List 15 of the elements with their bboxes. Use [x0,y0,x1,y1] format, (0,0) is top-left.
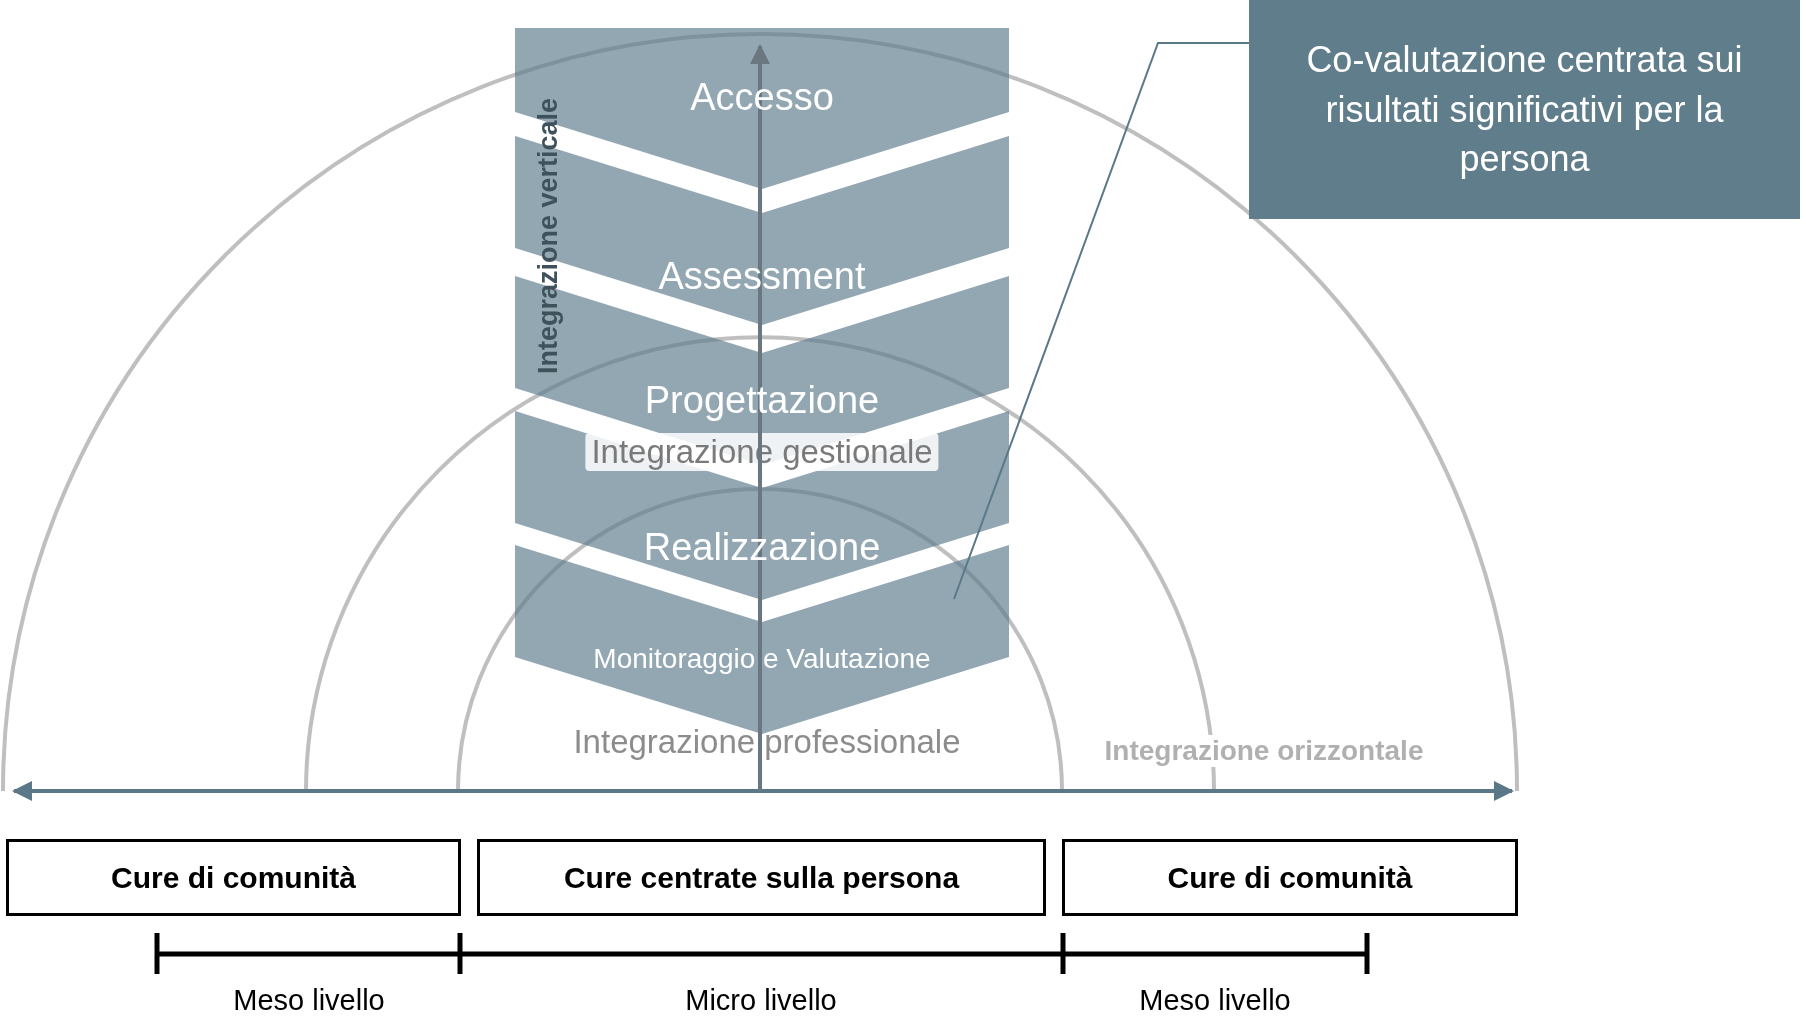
step-label: Assessment [658,254,866,298]
scale-label: Micro livello [685,983,837,1017]
level-box: Cure centrate sulla persona [477,839,1046,916]
callout-box: Co-valutazione centrata sui risultati significativi per la persona [1249,0,1800,219]
step-label: Realizzazione [643,525,881,569]
leader-line [953,42,1250,600]
ring-label: Integrazione professionale [573,723,961,761]
step-label: Monitoraggio e Valutazione [593,643,931,675]
level-box: Cure di comunità [1062,839,1518,916]
step-label: Progettazione [644,378,880,422]
scale-label: Meso livello [1139,983,1291,1017]
axis-label: Integrazione verticale [532,97,564,375]
scale-label: Meso livello [233,983,385,1017]
level-box: Cure di comunità [6,839,461,916]
step-label: Accesso [690,75,834,119]
